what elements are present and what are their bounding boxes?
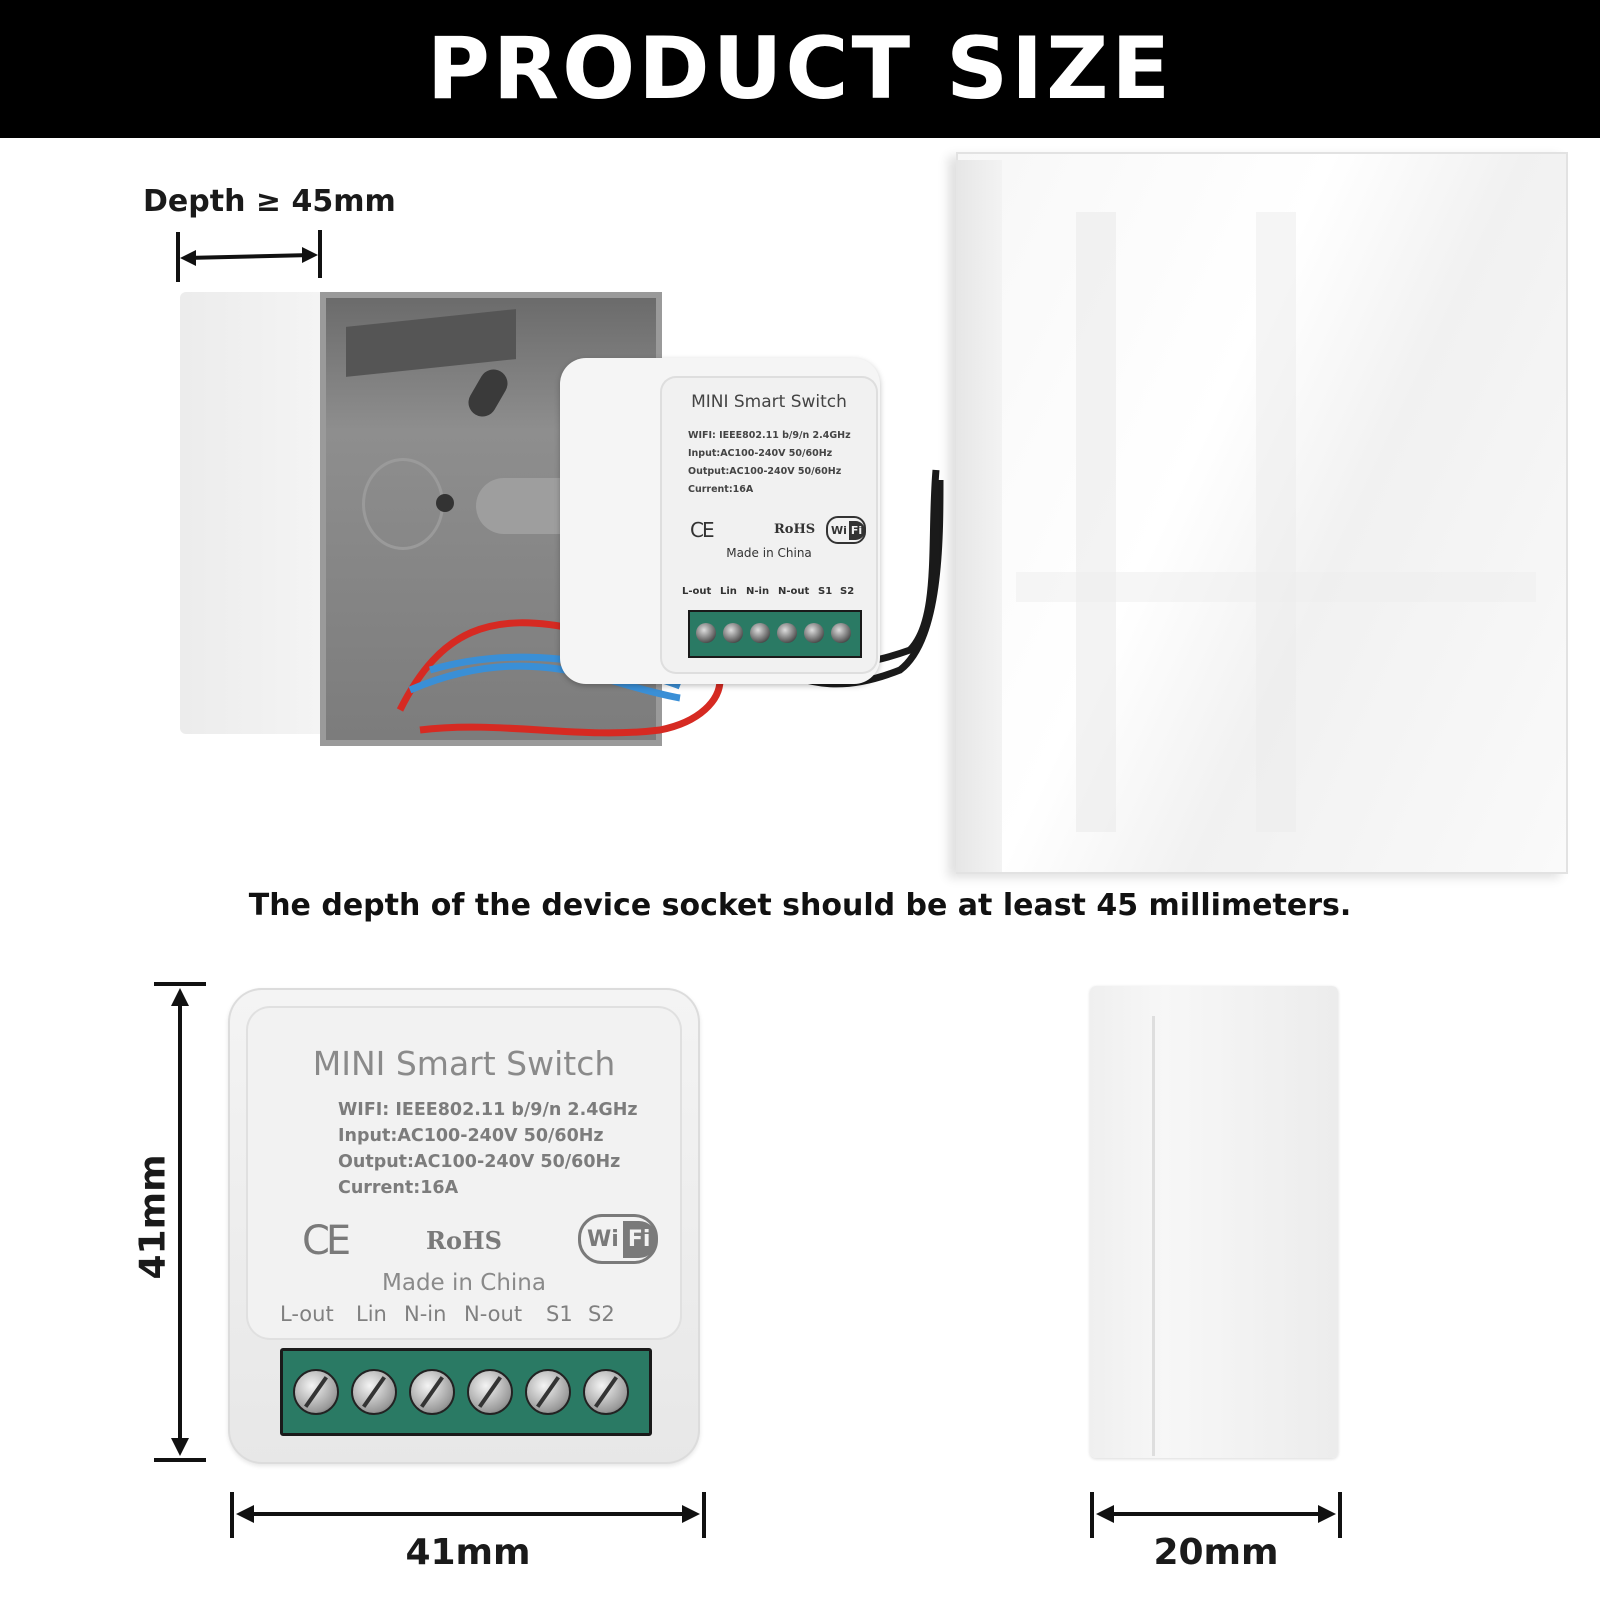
spec-input: Input:AC100-240V 50/60Hz [338,1126,604,1146]
depth-label: Depth ≥ 45mm [143,184,396,219]
ce-mark: CE [302,1218,351,1264]
screw-icon [525,1369,571,1415]
wall-switch-plate [956,152,1568,874]
side-seam [1152,1016,1155,1456]
mini-spec-input: Input:AC100-240V 50/60Hz [688,448,833,459]
screw-icon [777,623,797,643]
screw-icon [409,1369,455,1415]
mini-terminal-label: S2 [840,586,855,597]
wifi-fi: Fi [622,1220,658,1258]
height-label: 41mm [132,1154,174,1280]
mini-switch-side-view [1090,986,1338,1458]
mini-spec-wifi: WIFI: IEEE802.11 b/9/n 2.4GHz [688,430,851,441]
mini-terminal-label: N-out [778,586,810,597]
terminal-label: S1 [546,1302,573,1326]
mini-terminal-label: N-in [746,586,770,597]
page-title: PRODUCT SIZE [426,19,1174,119]
screw-icon [351,1369,397,1415]
depth-dimension-arrow [1090,1492,1342,1538]
screw-icon [750,623,770,643]
terminal-label: N-in [404,1302,447,1326]
mini-terminal-block [688,610,862,658]
mini-wifi-fi: Fi [848,520,866,540]
header-banner: PRODUCT SIZE [0,0,1600,138]
mini-made-in: Made in China [726,546,812,560]
terminal-label: Lin [356,1302,387,1326]
mini-spec-current: Current:16A [688,484,754,495]
mini-terminal-label: S1 [818,586,833,597]
depth-arrow [176,230,322,282]
terminal-label: N-out [464,1302,523,1326]
made-in: Made in China [382,1270,546,1296]
mini-wifi-wi: Wi [831,523,847,537]
rohs-mark: RoHS [426,1226,502,1255]
screw-icon [804,623,824,643]
device-title: MINI Smart Switch [312,1044,616,1083]
wifi-wi: Wi [587,1226,619,1252]
width-dimension-arrow [230,1492,706,1538]
spec-output: Output:AC100-240V 50/60Hz [338,1152,621,1172]
screw-icon [293,1369,339,1415]
mini-switch-face: MINI Smart Switch WIFI: IEEE802.11 b/9/n… [662,378,876,672]
mini-terminal-label: L-out [682,586,712,597]
mini-switch-front-view: MINI Smart Switch WIFI: IEEE802.11 b/9/n… [228,988,700,1464]
spec-wifi: WIFI: IEEE802.11 b/9/n 2.4GHz [338,1100,638,1120]
mini-switch-install-view: MINI Smart Switch WIFI: IEEE802.11 b/9/n… [560,358,880,684]
device-label-face: MINI Smart Switch WIFI: IEEE802.11 b/9/n… [248,1008,680,1338]
screw-icon [467,1369,513,1415]
mini-switch-title: MINI Smart Switch [691,392,847,412]
mini-ce-mark: CE [690,518,715,542]
socket-box-front [180,292,322,734]
terminal-block [280,1348,652,1436]
spec-current: Current:16A [338,1178,459,1198]
screw-icon [831,623,851,643]
mini-rohs-mark: RoHS [774,522,816,537]
mini-spec-output: Output:AC100-240V 50/60Hz [688,466,842,477]
wall-plate-edge [956,160,1002,872]
depth-note: The depth of the device socket should be… [248,888,1352,923]
depth-size-label: 20mm [1153,1532,1279,1573]
screw-icon [696,623,716,643]
width-label: 41mm [405,1532,531,1573]
terminal-label: L-out [280,1302,334,1326]
height-dimension-arrow [154,982,206,1462]
mini-terminal-label: Lin [720,586,737,597]
screw-icon [723,623,743,643]
terminal-label: S2 [588,1302,615,1326]
screw-icon [583,1369,629,1415]
